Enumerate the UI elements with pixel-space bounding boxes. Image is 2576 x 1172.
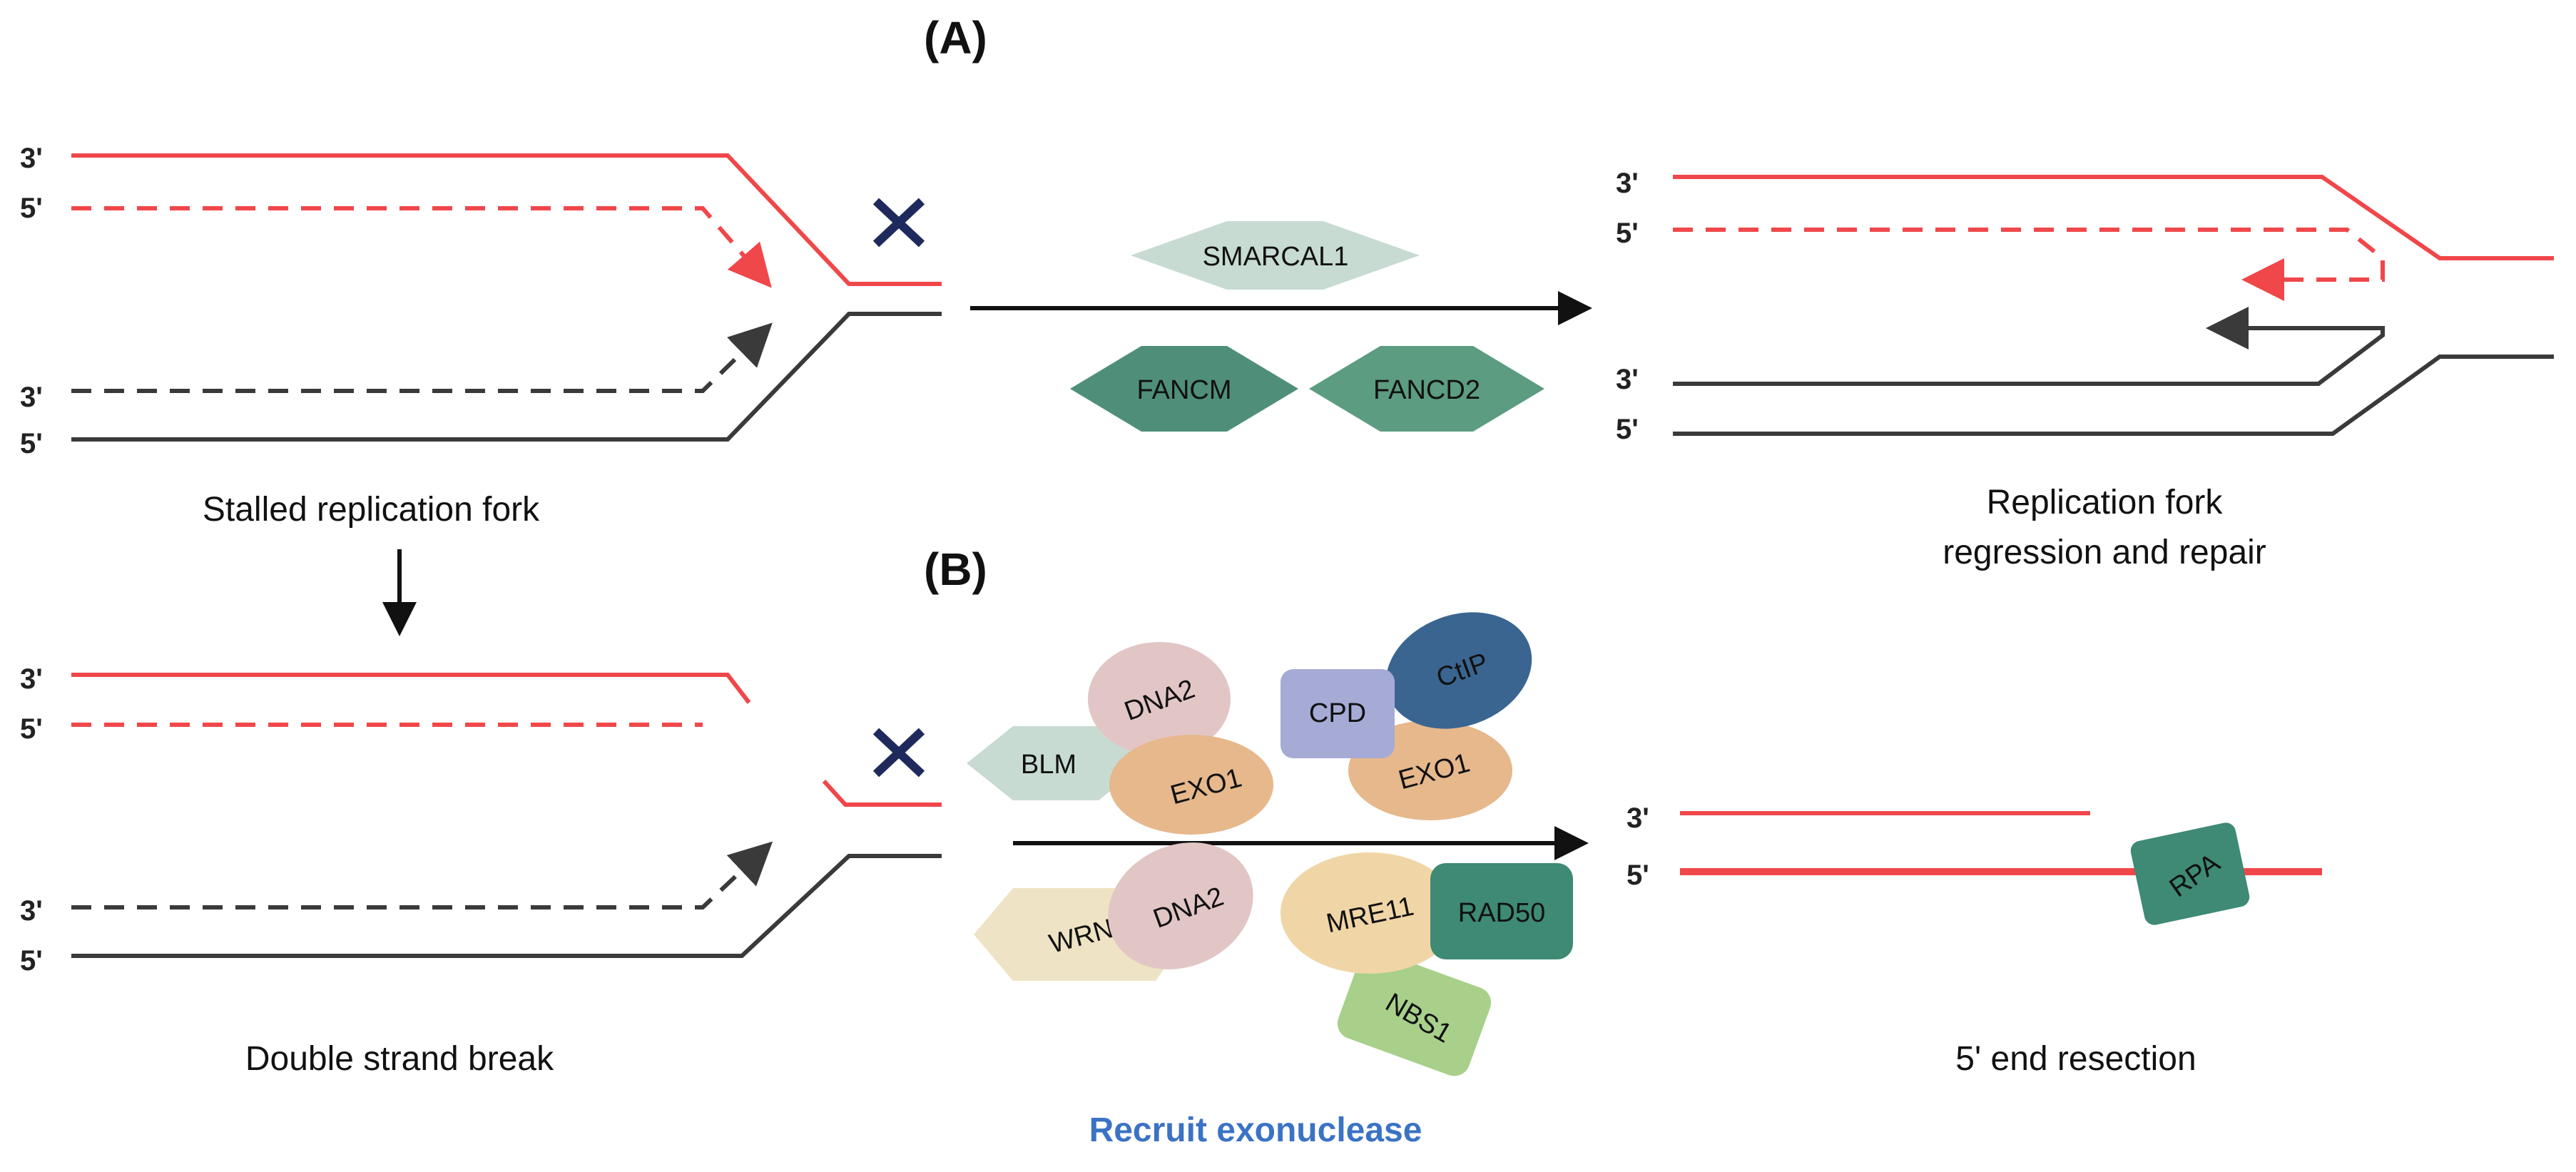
- panel-a-label: (A): [924, 12, 987, 63]
- caption-resection: 5' end resection: [1955, 1040, 2196, 1078]
- dna2-top-protein: DNA2: [1088, 642, 1231, 756]
- caption-regression-line2: regression and repair: [1943, 534, 2266, 571]
- dna2-bottom-protein: DNA2: [1108, 842, 1253, 969]
- break-x-icon: [872, 728, 925, 778]
- parental-black-strand: [71, 312, 942, 442]
- cpd-label: CPD: [1309, 698, 1366, 728]
- fancm-protein: FANCM: [1070, 346, 1298, 432]
- broken-black-nascent: [71, 841, 773, 909]
- mre11-protein: MRE11: [1281, 852, 1459, 974]
- caption-regression-line1: Replication fork: [1987, 484, 2224, 521]
- nascent-black-strand: [71, 322, 773, 393]
- parental-red-strand: [71, 153, 942, 286]
- fancd2-protein: FANCD2: [1309, 346, 1544, 432]
- panel-b-label: (B): [924, 544, 987, 595]
- strand-end-label: 5': [20, 428, 43, 459]
- cpd-protein: CPD: [1281, 669, 1395, 758]
- exo1-left-protein: EXO1: [1109, 735, 1273, 835]
- strand-end-label: 3': [20, 143, 43, 174]
- broken-black-parental: [71, 854, 942, 958]
- strand-end-label: 5': [1626, 860, 1649, 891]
- caption-stalled: Stalled replication fork: [203, 491, 540, 529]
- double-strand-break: 3' 5' 3' 5': [20, 663, 942, 977]
- nascent-black-strand-regressed: [1673, 307, 2385, 386]
- caption-recruit: Recruit exonuclease: [1089, 1111, 1422, 1149]
- rad50-label: RAD50: [1458, 898, 1546, 928]
- broken-red-strand: [71, 673, 751, 704]
- nascent-red-strand-regressed: [1673, 228, 2385, 301]
- fancd2-label: FANCD2: [1373, 375, 1480, 405]
- blm-label: BLM: [1021, 750, 1076, 780]
- rpa-protein: RPA: [2130, 822, 2250, 925]
- strand-end-label: 5': [1616, 414, 1639, 445]
- stalled-fork: 3' 5' 3' 5': [20, 143, 942, 459]
- block-x-icon: [872, 198, 925, 248]
- resected-end: 3' 5' RPA: [1626, 802, 2322, 925]
- fancm-label: FANCM: [1137, 375, 1232, 405]
- regressed-fork: 3' 5' 3' 5': [1616, 168, 2554, 445]
- blm-protein: BLM: [967, 726, 1145, 800]
- strand-end-label: 3': [20, 663, 43, 695]
- strand-end-label: 5': [1616, 218, 1639, 249]
- strand-end-label: 5': [20, 713, 43, 745]
- parental-black-strand-regressed: [1673, 355, 2554, 436]
- strand-end-label: 3': [1616, 364, 1639, 395]
- strand-end-label: 3': [1626, 802, 1649, 834]
- strand-end-label: 5': [20, 945, 43, 977]
- strand-end-label: 3': [20, 382, 43, 413]
- strand-end-label: 3': [20, 895, 43, 927]
- strand-end-label: 5': [20, 193, 43, 224]
- ctip-protein: CtIP: [1385, 612, 1532, 729]
- nascent-red-strand: [71, 206, 772, 288]
- caption-dsb: Double strand break: [245, 1040, 554, 1078]
- rad50-protein: RAD50: [1430, 863, 1573, 959]
- broken-red-end: [822, 779, 942, 807]
- parental-red-strand-regressed: [1673, 175, 2554, 260]
- nbs1-protein: NBS1: [1337, 949, 1492, 1076]
- smarcal1-label: SMARCAL1: [1203, 242, 1349, 272]
- smarcal1-protein: SMARCAL1: [1131, 221, 1420, 290]
- strand-end-label: 3': [1616, 168, 1639, 199]
